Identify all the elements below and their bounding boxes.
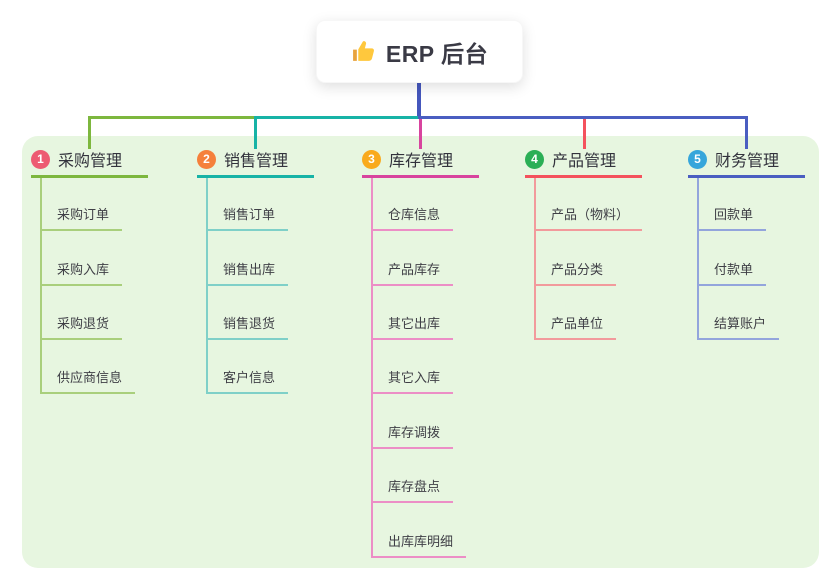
- branch-node-2[interactable]: 2 销售管理: [197, 147, 288, 171]
- branch-5-label: 财务管理: [715, 153, 780, 170]
- branch-2-child-rail: [206, 178, 208, 394]
- branch-bus-segment-teal: [254, 116, 420, 119]
- branch-1-drop-line: [88, 116, 91, 149]
- branch-4-drop-line: [583, 119, 586, 149]
- child-node[interactable]: 销售订单: [206, 203, 289, 231]
- branch-2-drop-line: [254, 116, 257, 149]
- branch-5-underline: [688, 175, 805, 178]
- branch-3-label: 库存管理: [389, 153, 454, 170]
- child-node[interactable]: 其它出库: [371, 312, 454, 340]
- branch-3-number-badge: 3: [362, 149, 381, 169]
- branch-5-drop-line: [745, 116, 748, 149]
- mindmap-panel: [22, 136, 819, 568]
- child-node[interactable]: 产品单位: [534, 312, 617, 340]
- branch-node-5[interactable]: 5 财务管理: [688, 147, 779, 171]
- branch-4-underline: [525, 175, 642, 178]
- child-node[interactable]: 付款单: [697, 258, 767, 286]
- child-node[interactable]: 库存调拨: [371, 421, 454, 449]
- child-node[interactable]: 产品分类: [534, 258, 617, 286]
- child-node[interactable]: 结算账户: [697, 312, 780, 340]
- child-node[interactable]: 其它入库: [371, 366, 454, 394]
- child-node[interactable]: 销售出库: [206, 258, 289, 286]
- child-node[interactable]: 销售退货: [206, 312, 289, 340]
- branch-1-underline: [31, 175, 148, 178]
- child-node[interactable]: 客户信息: [206, 366, 289, 394]
- child-node[interactable]: 仓库信息: [371, 203, 454, 231]
- branch-4-label: 产品管理: [552, 153, 617, 170]
- child-node[interactable]: 产品库存: [371, 258, 454, 286]
- branch-1-number-badge: 1: [31, 149, 50, 169]
- branch-4-child-rail: [534, 178, 536, 340]
- branch-3-child-rail: [371, 178, 373, 558]
- branch-5-child-rail: [697, 178, 699, 340]
- child-node[interactable]: 产品（物料）: [534, 203, 643, 231]
- branch-5-number-badge: 5: [688, 149, 707, 169]
- child-node[interactable]: 库存盘点: [371, 475, 454, 503]
- branch-1-child-rail: [40, 178, 42, 394]
- branch-2-number-badge: 2: [197, 149, 216, 169]
- branch-bus-segment-indigo: [418, 116, 748, 119]
- branch-node-3[interactable]: 3 库存管理: [362, 147, 453, 171]
- child-node[interactable]: 采购退货: [40, 312, 123, 340]
- child-node[interactable]: 采购订单: [40, 203, 123, 231]
- branch-2-underline: [197, 175, 314, 178]
- branch-1-label: 采购管理: [58, 153, 123, 170]
- branch-2-label: 销售管理: [224, 153, 289, 170]
- branch-4-number-badge: 4: [525, 149, 544, 169]
- branch-3-underline: [362, 175, 479, 178]
- branch-3-drop-line: [419, 119, 422, 149]
- branch-node-1[interactable]: 1 采购管理: [31, 147, 122, 171]
- child-node[interactable]: 回款单: [697, 203, 767, 231]
- child-node[interactable]: 出库库明细: [371, 530, 467, 558]
- child-node[interactable]: 采购入库: [40, 258, 123, 286]
- branch-bus-segment-green: [88, 116, 256, 119]
- thumbs-up-icon: [351, 39, 376, 64]
- child-node[interactable]: 供应商信息: [40, 366, 136, 394]
- root-node-label: ERP 后台: [385, 40, 489, 67]
- root-node[interactable]: ERP 后台: [316, 20, 523, 83]
- root-connector-line: [417, 83, 421, 117]
- branch-node-4[interactable]: 4 产品管理: [525, 147, 616, 171]
